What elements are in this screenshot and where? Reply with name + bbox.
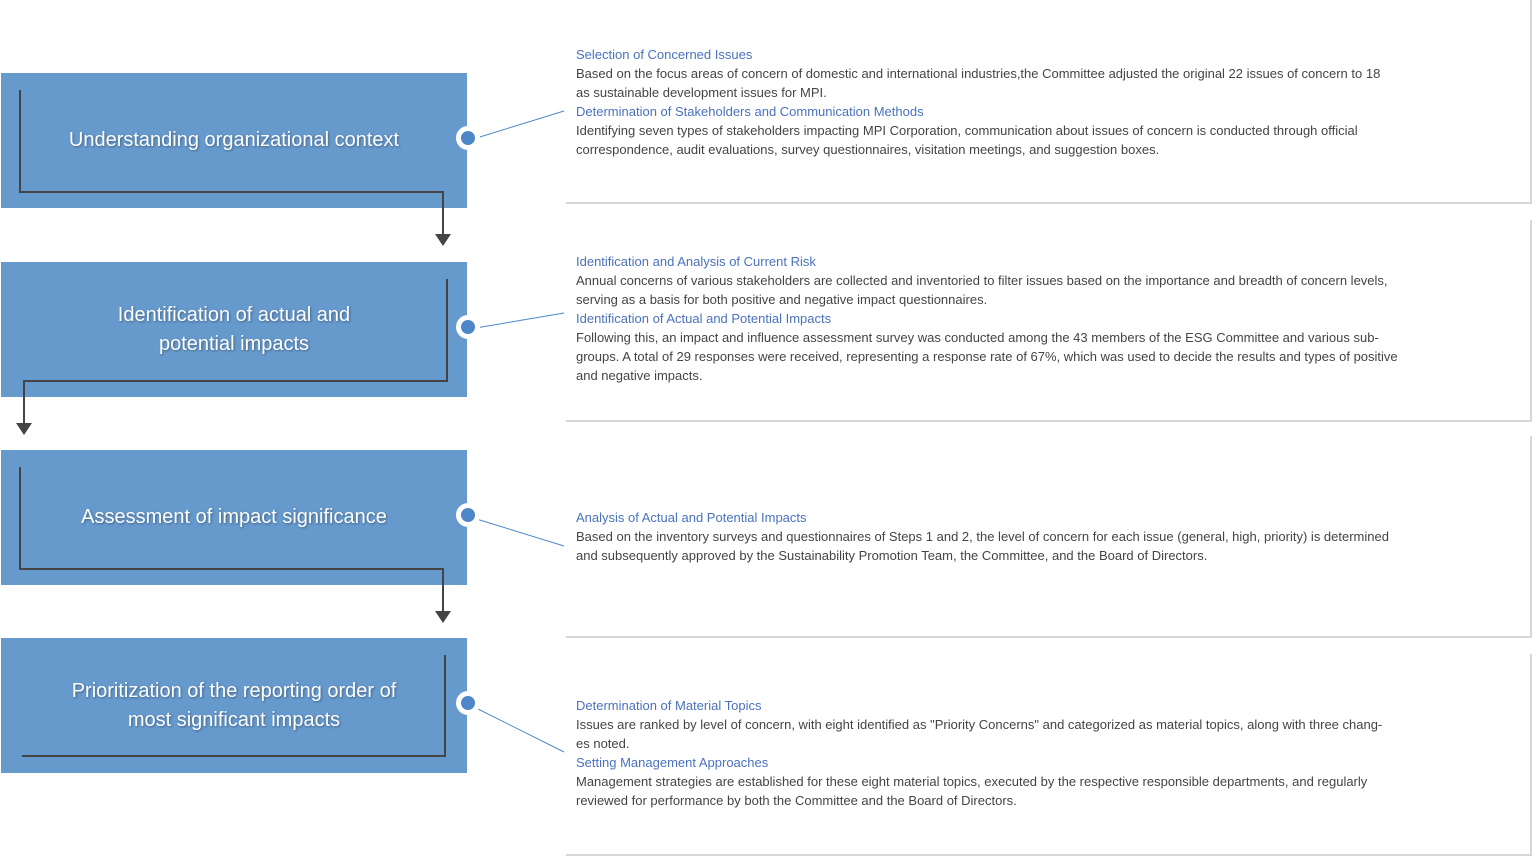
entry-text: serving as a basis for both positive and… <box>576 292 988 307</box>
detail-panel-2: Identification and Analysis of Current R… <box>566 220 1532 422</box>
connector-line-3 <box>469 516 565 547</box>
connector-dot <box>456 691 480 715</box>
entry-heading: Analysis of Actual and Potential Impacts <box>576 510 807 525</box>
connector-dot <box>456 503 480 527</box>
entry: Analysis of Actual and Potential Impacts… <box>576 508 1426 565</box>
entry-heading: Setting Management Approaches <box>576 755 769 770</box>
step-title-line: Prioritization of the reporting order of <box>71 680 397 702</box>
entry-text: Management strategies are established fo… <box>576 774 1368 789</box>
entry-text: Based on the inventory surveys and quest… <box>576 529 1389 544</box>
entry-heading: Identification and Analysis of Current R… <box>576 254 816 269</box>
step-title-1: Understanding organizational context <box>1 126 467 155</box>
step-title-line: potential impacts <box>158 333 310 355</box>
step-title-line: most significant impacts <box>127 709 341 731</box>
step-title-line: Understanding organizational context <box>68 129 400 151</box>
entry: Setting Management Approaches Management… <box>576 753 1426 810</box>
entry: Determination of Material Topics Issues … <box>576 696 1426 753</box>
connector-line-2 <box>469 312 565 330</box>
flow-line-3 <box>19 467 444 615</box>
flow-line-2 <box>23 279 448 427</box>
arrow-down-icon <box>16 423 32 435</box>
connector-dot <box>456 315 480 339</box>
step-box-2: Identification of actual and potential i… <box>1 262 467 397</box>
entry-text: Issues are ranked by level of concern, w… <box>576 717 1383 732</box>
step-title-4: Prioritization of the reporting order of… <box>1 677 467 735</box>
step-box-3: Assessment of impact significance <box>1 450 467 585</box>
step-box-1: Understanding organizational context <box>1 73 467 208</box>
step-title-line: Identification of actual and <box>117 304 351 326</box>
arrow-down-icon <box>435 611 451 623</box>
step-title-2: Identification of actual and potential i… <box>1 301 467 359</box>
detail-panel-4: Determination of Material Topics Issues … <box>566 654 1532 856</box>
arrow-down-icon <box>435 234 451 246</box>
connector-line-4 <box>469 704 565 753</box>
entry-heading: Identification of Actual and Potential I… <box>576 311 832 326</box>
entry-text: as sustainable development issues for MP… <box>576 85 827 100</box>
step-title-3: Assessment of impact significance <box>1 503 467 532</box>
entry-text: es noted. <box>576 736 630 751</box>
entry-heading: Determination of Stakeholders and Commun… <box>576 104 924 119</box>
entry: Identification and Analysis of Current R… <box>576 252 1426 309</box>
entry-text: Based on the focus areas of concern of d… <box>576 66 1381 81</box>
flow-line-1 <box>19 90 444 238</box>
entry-text: correspondence, audit evaluations, surve… <box>576 142 1160 157</box>
entry-heading: Determination of Material Topics <box>576 698 762 713</box>
entry: Determination of Stakeholders and Commun… <box>576 102 1426 159</box>
entry-text: Annual concerns of various stakeholders … <box>576 273 1388 288</box>
flow-line-4 <box>22 655 446 757</box>
entry: Selection of Concerned Issues Based on t… <box>576 45 1426 102</box>
step-title-line: Assessment of impact significance <box>81 506 387 528</box>
entry-text: Following this, an impact and influence … <box>576 330 1379 345</box>
entry-text: reviewed for performance by both the Com… <box>576 793 1017 808</box>
detail-panel-1: Selection of Concerned Issues Based on t… <box>566 0 1532 204</box>
detail-panel-3: Analysis of Actual and Potential Impacts… <box>566 436 1532 638</box>
connector-dot <box>456 126 480 150</box>
entry-text: and negative impacts. <box>576 368 703 383</box>
entry-text: and subsequently approved by the Sustain… <box>576 548 1208 563</box>
entry: Identification of Actual and Potential I… <box>576 309 1426 385</box>
step-box-4: Prioritization of the reporting order of… <box>1 638 467 773</box>
entry-text: groups. A total of 29 responses were rec… <box>576 349 1398 364</box>
connector-line-1 <box>469 110 565 141</box>
entry-text: Identifying seven types of stakeholders … <box>576 123 1358 138</box>
entry-heading: Selection of Concerned Issues <box>576 47 753 62</box>
